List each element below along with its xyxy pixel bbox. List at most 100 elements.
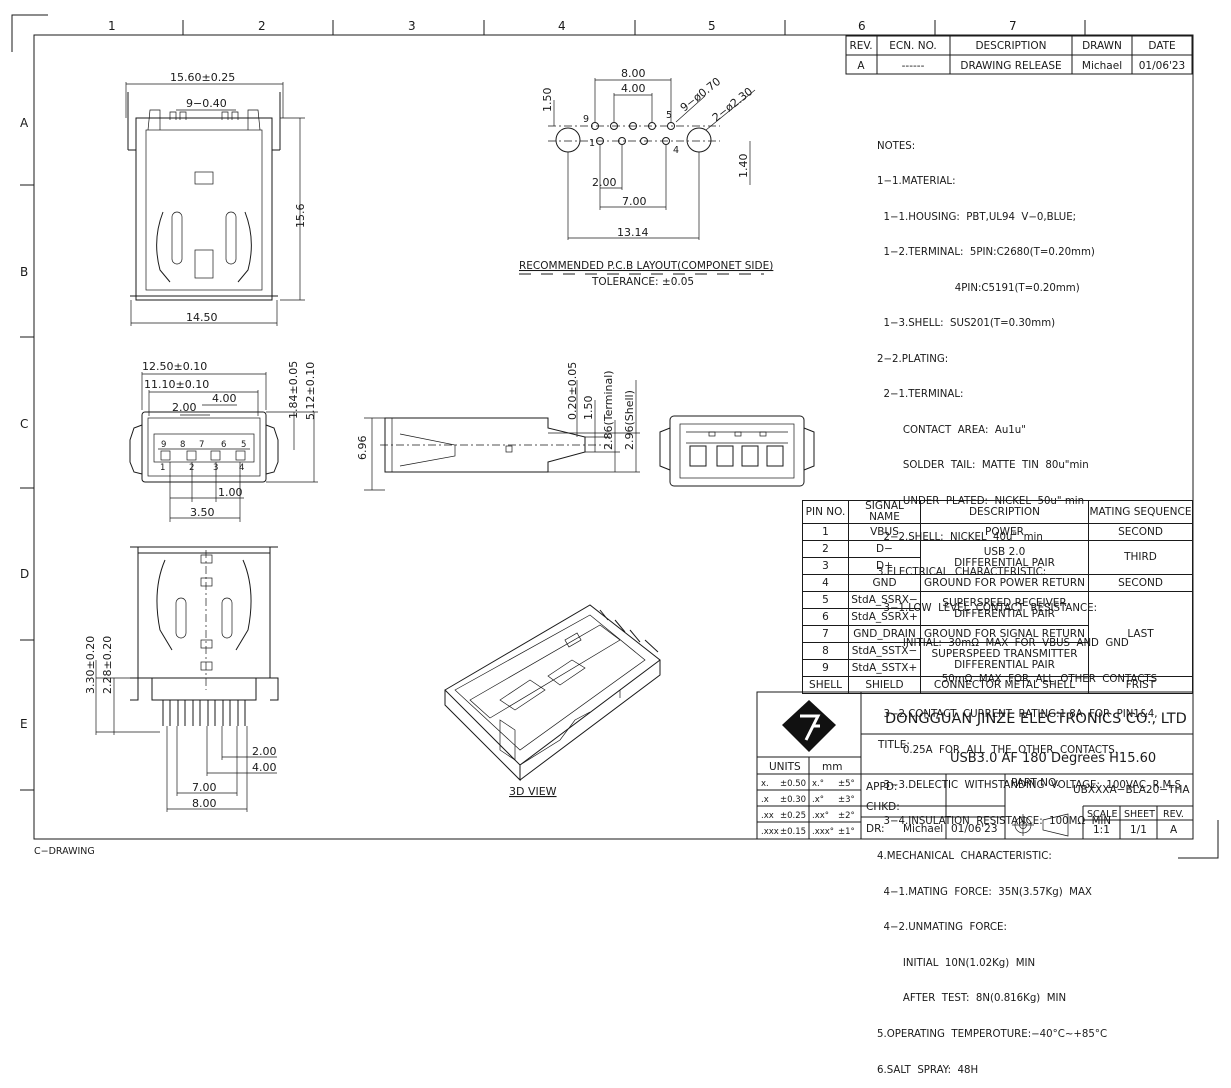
note-line: 4−1.MATING FORCE: 35N(3.57Kg) MAX [877, 886, 1092, 898]
tol-2-1: ±0.25 [780, 811, 806, 821]
dr-label: DR: [866, 823, 885, 835]
pin-cell: 9 [802, 659, 849, 677]
description-line: SUPERSPEED RECEIVER [942, 596, 1067, 609]
pin-no-header: PIN NO. [802, 500, 849, 524]
zone-row-c: C [20, 417, 28, 431]
pcb-dim-2: 2.00 [592, 176, 617, 189]
zone-col-2: 2 [258, 19, 266, 33]
signal-cell: StdA_SSTX− [848, 642, 921, 660]
tol-3-0: .xxx [761, 827, 779, 837]
pcb-peg-dim: 2−ø2.30 [710, 85, 755, 124]
front-pin-6: 6 [221, 440, 226, 450]
front-dim-1-84: 1.84±0.05 [287, 361, 300, 419]
mating-cell: LAST [1088, 591, 1193, 677]
note-line: 4−2.UNMATING FORCE: [877, 922, 1007, 934]
note-line: 2−2.PLATING: [877, 353, 949, 365]
pcb-pin-1: 1 [589, 138, 595, 149]
bottom-dim-4: 4.00 [252, 761, 277, 774]
part-no-label: PART NO. [1011, 777, 1059, 789]
mating-cell: SECOND [1088, 523, 1193, 541]
zone-col-6: 6 [858, 19, 866, 33]
pcb-layout-view [548, 78, 756, 240]
front-dim-5-12: 5.12±0.10 [304, 362, 317, 420]
tol-1-2: .x° [812, 795, 824, 805]
tol-3-3: ±1° [838, 827, 855, 837]
table-row: 7 GND_DRAIN GROUND FOR SIGNAL RETURN [802, 625, 1193, 643]
tol-2-0: .xx [761, 811, 774, 821]
ecn-value: ------ [902, 60, 925, 72]
front-pin-8: 8 [180, 440, 185, 450]
drawn-value: Michael [1082, 60, 1122, 72]
table-header-row: PIN NO. SIGNAL NAME DESCRIPTION MATING S… [802, 500, 1193, 524]
drawing-title: USB3.0 AF 180 Degrees H15.60 [950, 751, 1156, 766]
tol-3-2: .xxx° [812, 827, 834, 837]
front-pin-4: 4 [239, 463, 244, 473]
iso-view-label: 3D VIEW [509, 785, 557, 798]
tol-0-3: ±5° [838, 779, 855, 789]
appd-label: APPD: [866, 781, 897, 793]
note-line: 0.25A FOR ALL THE OTHER CONTACTS. [877, 744, 1118, 756]
zone-col-3: 3 [408, 19, 416, 33]
drawn-header: DRAWN [1082, 40, 1122, 52]
note-line: 1−1.MATERIAL: [877, 176, 956, 188]
bottom-view [95, 546, 279, 812]
description-cell: CONNECTOR METAL SHELL [920, 676, 1089, 694]
revision-block: REV. ECN. NO. DESCRIPTION DRAWN DATE A -… [845, 35, 1193, 75]
zone-row-a: A [20, 116, 29, 130]
third-angle-icon [1012, 813, 1069, 837]
zone-row-e: E [20, 717, 28, 731]
signal-cell: StdA_SSTX+ [848, 659, 921, 677]
signal-cell: GND [848, 574, 921, 592]
signal-cell: D− [848, 540, 921, 558]
tol-1-3: ±3° [838, 795, 855, 805]
note-line: 3−4.INSULATION RESISTANCE: 100MΩ MIN [877, 815, 1112, 827]
pcb-dim-4: 4.00 [621, 82, 646, 95]
pin-cell: 5 [802, 591, 849, 609]
table-row: 3 D+ [802, 557, 1193, 575]
top-height-dim: 15.6 [294, 204, 307, 229]
front-pin-5: 5 [241, 440, 246, 450]
drawing-type-label: C−DRAWING [34, 846, 95, 857]
side-dim-terminal: 2.86(Terminal) [602, 370, 615, 450]
pin-cell: 2 [802, 540, 849, 558]
chkd-label: CHKD: [866, 801, 900, 813]
company-logo [782, 700, 836, 752]
date-header: DATE [1148, 40, 1175, 52]
note-line: 6.SALT SPRAY: 48H [877, 1064, 979, 1076]
signal-cell: StdA_SSRX+ [848, 608, 921, 626]
description-cell: GROUND FOR SIGNAL RETURN [920, 625, 1089, 643]
description-line: DIFFERENTIAL PAIR [954, 658, 1055, 671]
pin-cell: 1 [802, 523, 849, 541]
side-dim-shell: 2.96(Shell) [623, 390, 636, 450]
zone-col-1: 1 [108, 19, 116, 33]
rev-value-tb: A [1170, 824, 1178, 836]
pcb-pin-9: 9 [583, 114, 589, 125]
note-line: 3−2.CONTACT CURRENT RATING:1.8A FOR PIN1… [877, 709, 1158, 721]
pin-cell: 6 [802, 608, 849, 626]
front-dim-3-5: 3.50 [190, 506, 215, 519]
units-label: UNITS [769, 761, 801, 773]
signal-cell: D+ [848, 557, 921, 575]
description-line: DIFFERENTIAL PAIR [954, 556, 1055, 569]
units-value: mm [822, 761, 842, 773]
tol-0-1: ±0.50 [780, 779, 806, 789]
front-dim-4: 4.00 [212, 392, 237, 405]
rev-value: A [857, 60, 865, 72]
tol-0-2: x.° [812, 779, 824, 789]
note-line: 3−3.DELECTIC WITHSTANDING VOLTAGE: 100VA… [877, 780, 1181, 792]
top-pitch-dim: 9−0.40 [186, 97, 227, 110]
pin-cell: 4 [802, 574, 849, 592]
table-row: 4 GND GROUND FOR POWER RETURN SECOND [802, 574, 1193, 592]
pcb-dim-1-5: 1.50 [541, 88, 554, 113]
pcb-dim-13: 13.14 [617, 226, 649, 239]
company-name: DONGGUAN JINZE ELECTRONICS CO., LTD [885, 711, 1187, 727]
front-pin-2: 2 [189, 463, 194, 473]
zone-row-d: D [20, 567, 29, 581]
rev-label: REV. [1163, 809, 1184, 820]
signal-cell: SHIELD [848, 676, 921, 694]
note-line: 1−1.HOUSING: PBT,UL94 V−0,BLUE; [877, 211, 1077, 223]
front-pin-7: 7 [199, 440, 204, 450]
description-value: DRAWING RELEASE [960, 60, 1061, 72]
